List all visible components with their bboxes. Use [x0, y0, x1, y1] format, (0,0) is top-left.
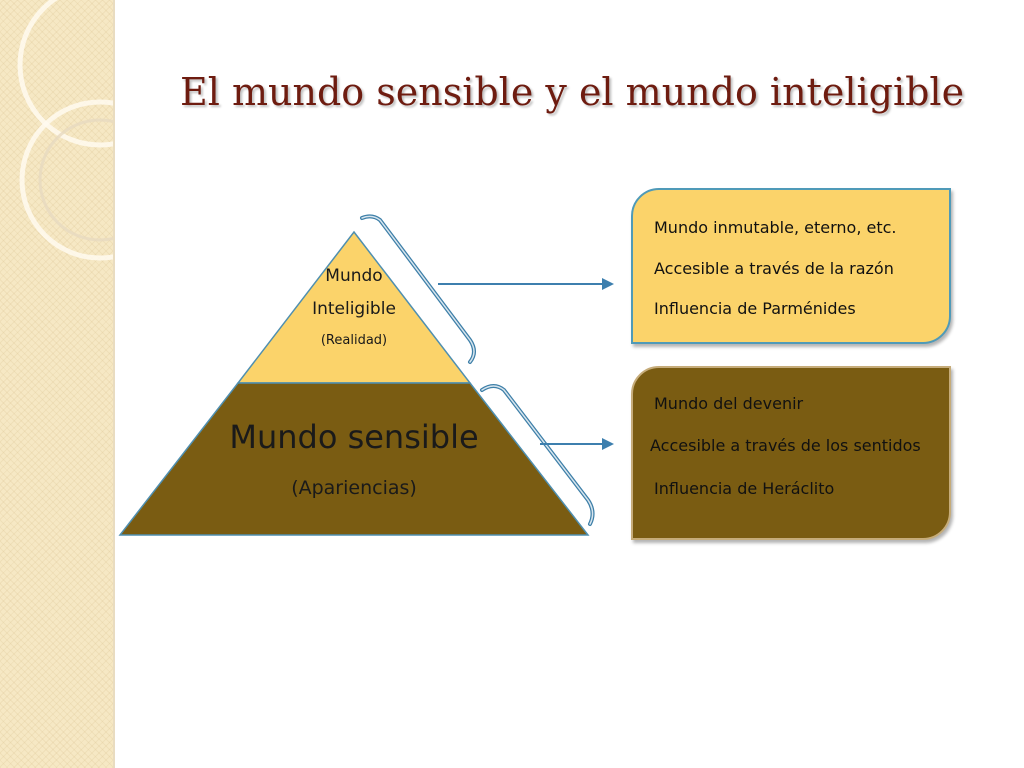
pyramid-top-label-line1: Mundo	[325, 266, 383, 286]
pyramid-top-label-line2: Inteligible	[312, 299, 396, 319]
pyramid-bottom-note: (Apariencias)	[291, 477, 417, 499]
box-mundo-inteligible: Mundo inmutable, eterno, etc. Accesible …	[631, 188, 951, 344]
list-item: Mundo del devenir	[654, 394, 804, 413]
slide-title: El mundo sensible y el mundo inteligible	[180, 70, 965, 114]
arrow-top-head	[602, 278, 614, 290]
pyramid-bottom-title: Mundo sensible	[229, 418, 479, 456]
arrow-bottom-head	[602, 438, 614, 450]
list-item: Mundo inmutable, eterno, etc.	[654, 218, 897, 237]
pyramid-top-note: (Realidad)	[320, 333, 388, 348]
box-mundo-sensible: Mundo del devenir Accesible a través de …	[631, 366, 951, 540]
list-item: Influencia de Heráclito	[654, 479, 835, 498]
decorative-rings	[17, 0, 113, 261]
decorative-sidebar	[0, 0, 115, 768]
list-item: Influencia de Parménides	[654, 299, 856, 318]
pyramid-bottom-section	[118, 382, 590, 536]
list-item: Accesible a través de la razón	[654, 259, 894, 278]
list-item: Accesible a través de los sentidos	[650, 436, 921, 455]
